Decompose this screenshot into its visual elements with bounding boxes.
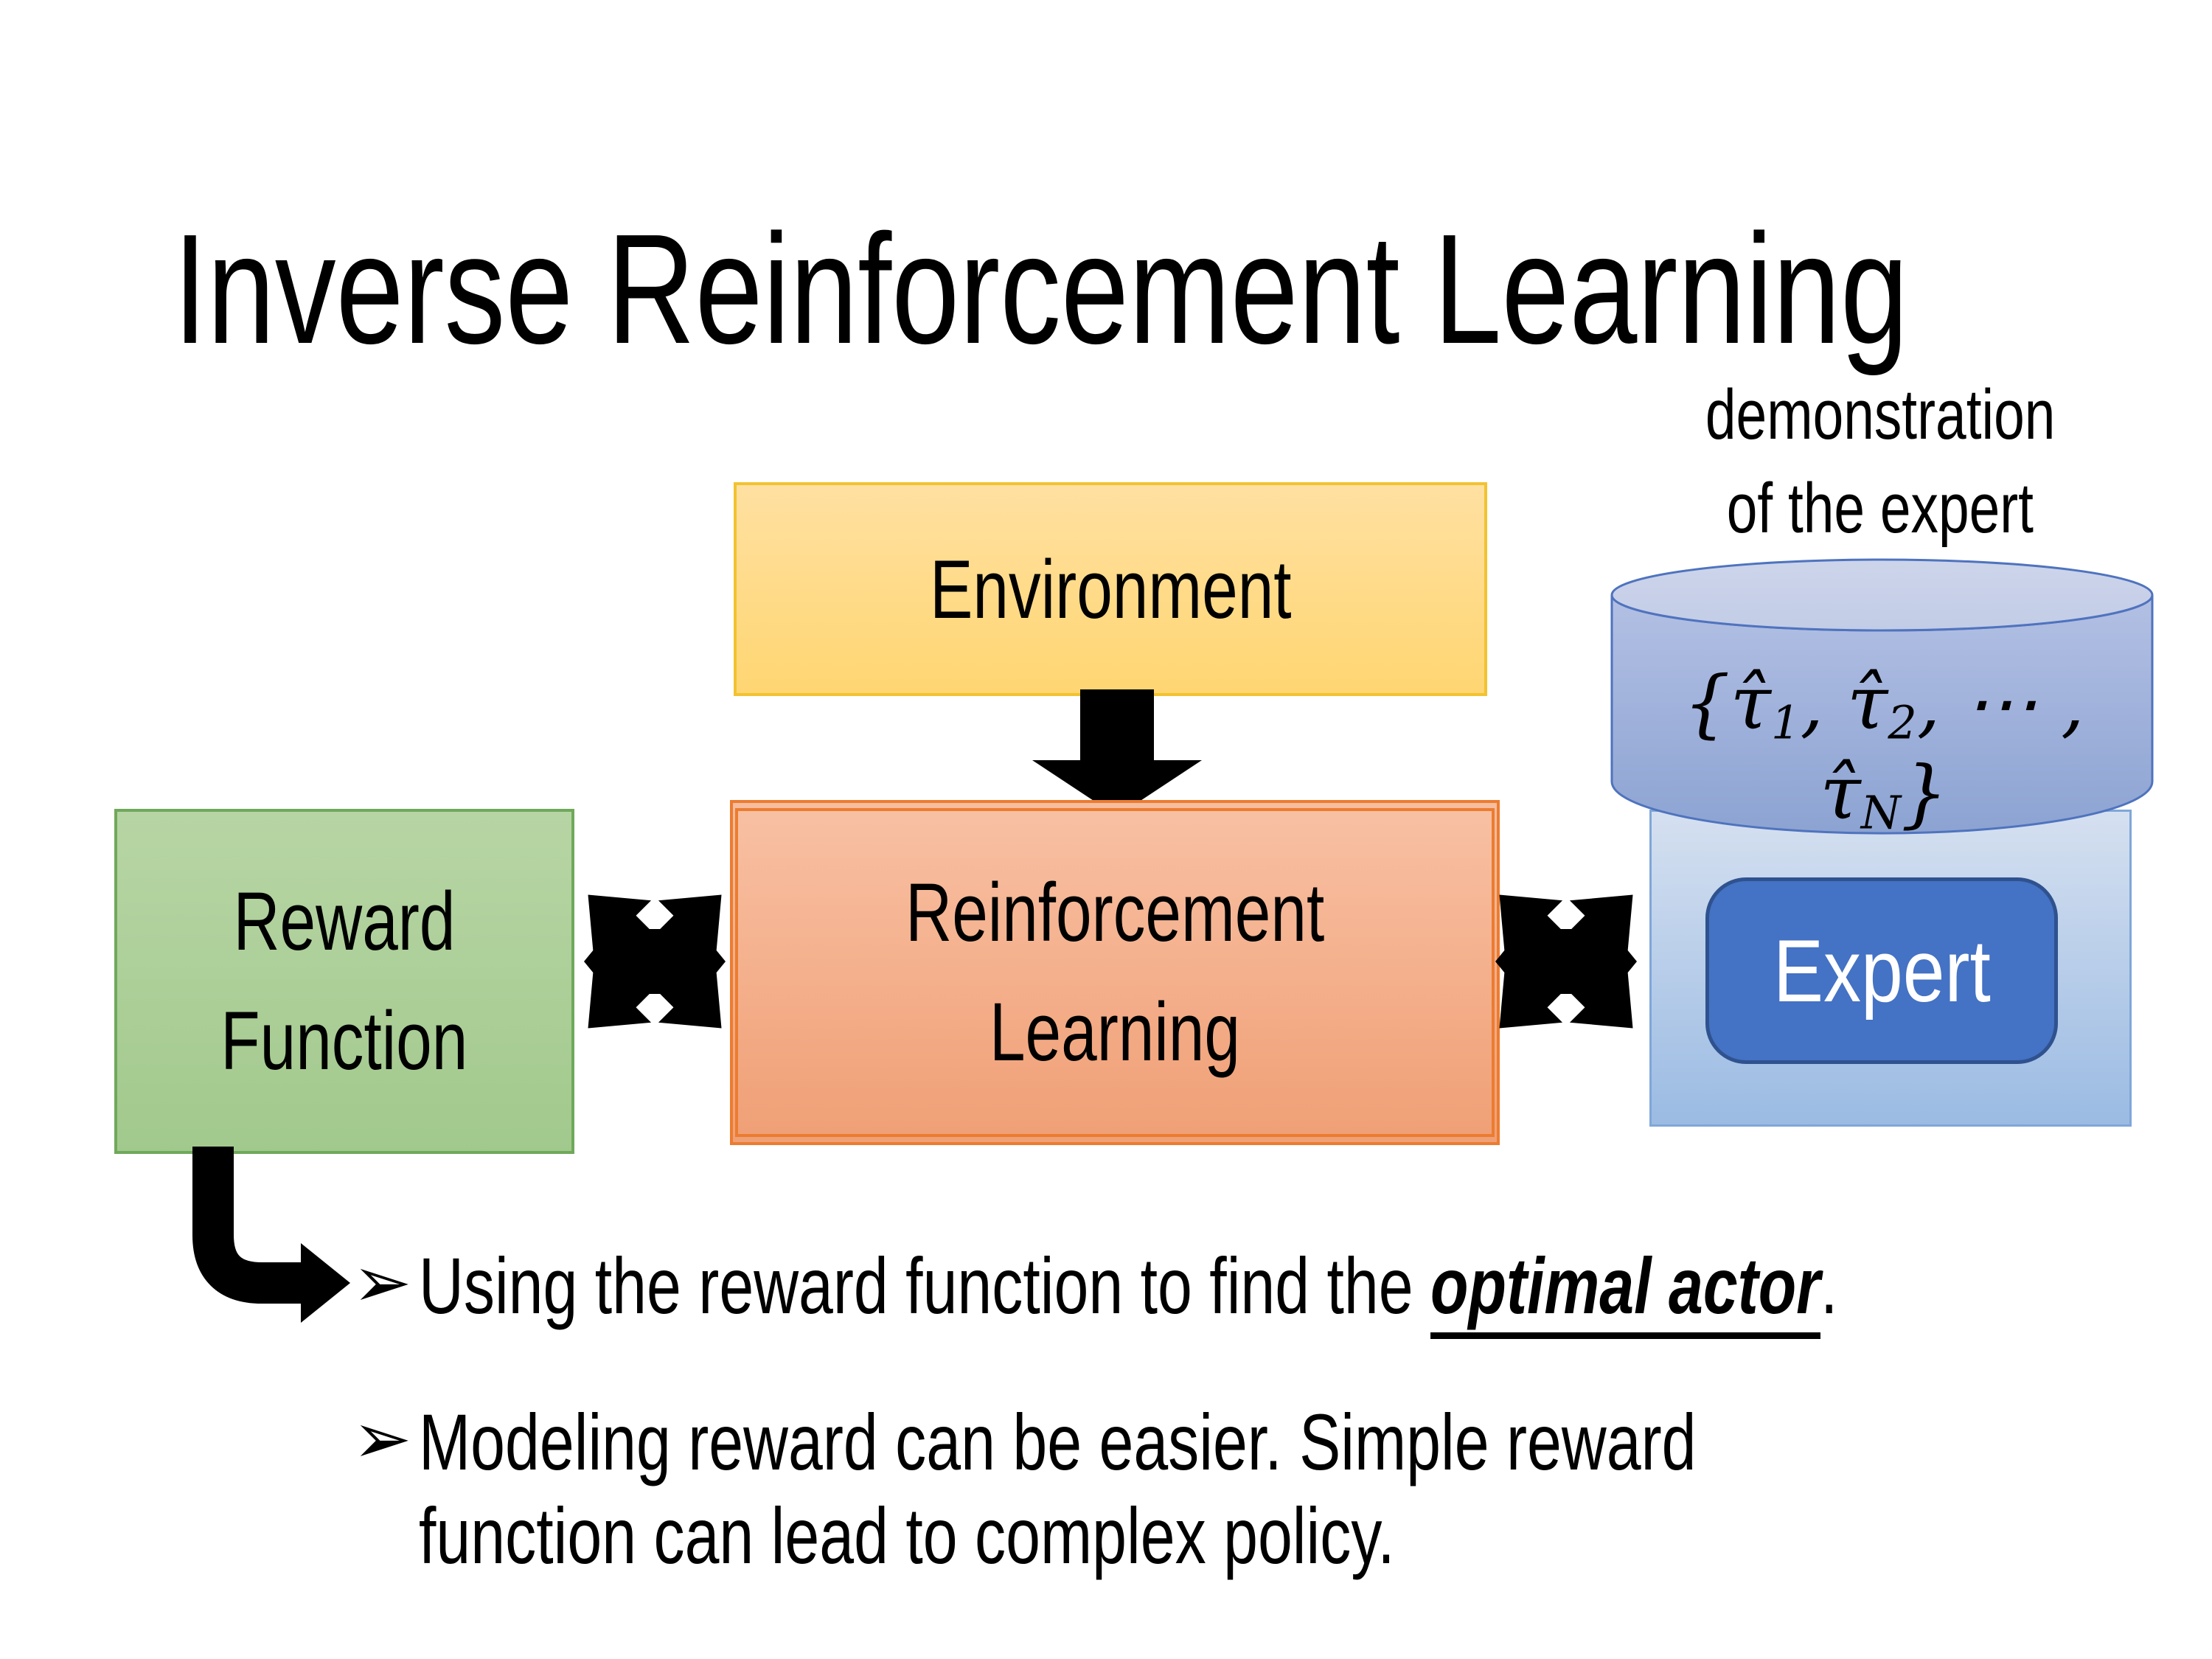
environment-box: Environment <box>734 482 1487 696</box>
environment-box-label: Environment <box>929 543 1292 636</box>
reinforcement-learning-label-line2: Learning <box>989 986 1241 1078</box>
bullet-2-line1: Modeling reward can be easier. Simple re… <box>419 1397 1697 1486</box>
bullet-1-post: . <box>1820 1241 1838 1330</box>
expert-box: Expert <box>1705 877 2058 1064</box>
formula-subscript: N <box>1860 785 1901 840</box>
formula-part: } <box>1900 749 1948 836</box>
bullet-arrow-icon: ➢ <box>352 1243 412 1322</box>
bullet-1-pre: Using the reward function to find the <box>419 1241 1431 1330</box>
formula-part: , τ̂ <box>1800 660 1888 746</box>
reward-function-label-line1: Reward <box>233 874 456 967</box>
exchange-arrow-right <box>1495 894 1637 1029</box>
exchange-arrow-left <box>584 894 726 1029</box>
formula-subscript: 2 <box>1888 695 1917 750</box>
bullet-1-text: Using the reward function to find the op… <box>419 1239 1837 1332</box>
trajectory-set-formula: {τ̂1, τ̂2, ⋯ , τ̂N} <box>1626 660 2142 839</box>
formula-part: {τ̂ <box>1683 660 1771 746</box>
bullet-arrow-icon: ➢ <box>352 1399 412 1478</box>
reward-function-box: Reward Function <box>114 809 574 1154</box>
reinforcement-learning-label-line1: Reinforcement <box>905 866 1325 959</box>
demonstration-label: demonstration of the expert <box>1571 369 2190 555</box>
bullet-item-1: ➢ Using the reward function to find the … <box>352 1239 2122 1332</box>
page-title-text: Inverse Reinforcement Learning <box>173 201 1909 376</box>
bullet-1-emphasis: optimal actor <box>1430 1241 1820 1330</box>
down-arrow <box>1032 689 1202 816</box>
bent-arrow <box>192 1147 350 1323</box>
expert-box-label: Expert <box>1773 921 1991 1020</box>
demonstration-label-line1: demonstration <box>1705 375 2056 454</box>
reward-function-label-line2: Function <box>220 995 468 1087</box>
demonstration-label-line2: of the expert <box>1726 468 2034 548</box>
formula-part: , ⋯ , τ̂ <box>1820 660 2084 836</box>
formula-subscript: 1 <box>1770 695 1801 750</box>
bullet-item-2: ➢ Modeling reward can be easier. Simple … <box>352 1395 2122 1583</box>
reinforcement-learning-box: Reinforcement Learning <box>735 808 1495 1137</box>
demonstration-database-cylinder <box>1610 558 2154 835</box>
page-title: Inverse Reinforcement Learning <box>173 203 2212 375</box>
bullet-2-line2: function can lead to complex policy. <box>419 1491 1395 1581</box>
